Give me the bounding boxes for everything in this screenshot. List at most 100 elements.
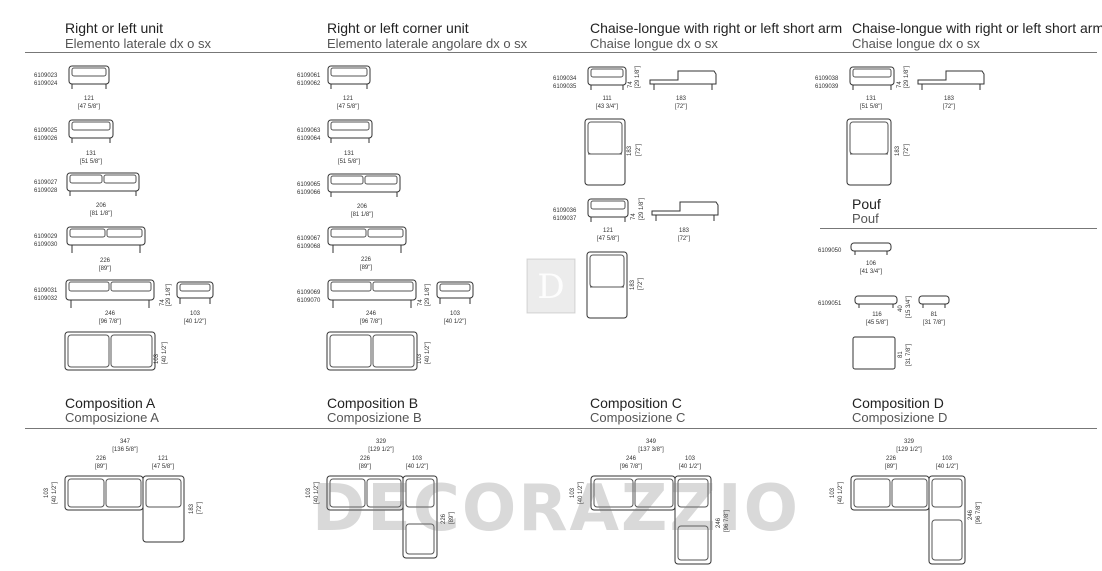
width-dim-inch: [51 5/8"] bbox=[337, 159, 361, 165]
product-code: 6109066 bbox=[297, 190, 321, 196]
segment-dim-inch: [40 1/2"] bbox=[678, 464, 702, 470]
length-dim-inch: [72"] bbox=[677, 236, 691, 242]
length-dim: 183 bbox=[678, 228, 689, 234]
section-title-corner-unit: Right or left corner unit bbox=[327, 20, 469, 36]
section-subtitle-pouf: Pouf bbox=[852, 211, 879, 226]
corner-unit-elevation-icon bbox=[327, 65, 371, 89]
composition-d-plan-icon bbox=[850, 475, 966, 565]
sofa-elevation-icon bbox=[68, 65, 110, 89]
product-code: 6109051 bbox=[818, 301, 842, 307]
depth-dim-inch: [72"] bbox=[638, 277, 644, 290]
width-dim-inch: [43 3/4"] bbox=[595, 104, 619, 110]
section-subtitle-comp-c: Composizione C bbox=[590, 410, 686, 425]
product-code: 6109034 bbox=[553, 76, 577, 82]
depth-dim: 103 bbox=[417, 353, 423, 364]
width-dim-inch: [47 5/8"] bbox=[77, 104, 101, 110]
width-dim-inch: [45 5/8"] bbox=[865, 320, 889, 326]
width-dim: 116 bbox=[872, 312, 882, 318]
width-dim-inch: [47 5/8"] bbox=[596, 236, 620, 242]
depth-dim: 183 bbox=[895, 145, 901, 156]
corner-unit-elevation-icon bbox=[327, 173, 401, 197]
height-dim-inch: [29 1/8"] bbox=[635, 65, 641, 88]
top-rule bbox=[25, 52, 1097, 53]
total-width-dim: 347 bbox=[119, 439, 130, 445]
total-width-dim: 329 bbox=[903, 439, 914, 445]
product-code: 6109029 bbox=[34, 234, 58, 240]
product-code: 6109037 bbox=[553, 216, 577, 222]
chaise-plan-icon bbox=[584, 118, 626, 186]
segment-dim: 246 bbox=[625, 456, 636, 462]
width-dim-inch: [51 5/8"] bbox=[79, 159, 103, 165]
chaise-elevation-icon bbox=[587, 198, 629, 222]
product-code: 6109070 bbox=[297, 298, 321, 304]
segment-dim-inch: [40 1/2"] bbox=[405, 464, 429, 470]
watermark-logo: D bbox=[526, 258, 576, 314]
width-dim-inch: [41 3/4"] bbox=[859, 269, 883, 275]
product-code: 6109062 bbox=[297, 81, 321, 87]
segment-dim: 226 bbox=[359, 456, 370, 462]
product-code: 6109038 bbox=[815, 76, 839, 82]
product-code: 6109024 bbox=[34, 81, 58, 87]
corner-unit-elevation-icon bbox=[327, 226, 407, 253]
segment-dim: 226 bbox=[95, 456, 106, 462]
segment-dim: 103 bbox=[684, 456, 695, 462]
sofa-elevation-icon bbox=[66, 226, 146, 253]
depth-dim-inch: [31 7/8"] bbox=[906, 343, 912, 366]
watermark-logo-letter: D bbox=[537, 267, 564, 307]
chaise-elevation-icon bbox=[849, 66, 895, 90]
height-dim-inch: [29 1/8"] bbox=[904, 65, 910, 88]
sofa-elevation-icon bbox=[66, 172, 140, 196]
product-code: 6109068 bbox=[297, 244, 321, 250]
width-dim: 131 bbox=[343, 151, 354, 157]
chaise-side-icon bbox=[651, 201, 719, 221]
sofa-elevation-icon bbox=[65, 279, 155, 308]
product-code: 6109063 bbox=[297, 128, 321, 134]
height-dim: 40 bbox=[898, 305, 904, 312]
depth-dim: 103 bbox=[44, 487, 50, 498]
width-dim: 131 bbox=[865, 96, 876, 102]
length-dim: 246 bbox=[968, 509, 974, 520]
width-dim-inch: [81 1/8"] bbox=[350, 212, 374, 218]
width-dim-inch: [96 7/8"] bbox=[98, 319, 122, 325]
depth-dim-inch: [40 1/2"] bbox=[162, 341, 168, 364]
width-dim: 106 bbox=[865, 261, 876, 267]
ottoman-elevation-icon bbox=[436, 281, 474, 304]
corner-unit-elevation-icon bbox=[327, 279, 417, 308]
width-dim: 206 bbox=[356, 204, 367, 210]
length-dim-inch: [72"] bbox=[197, 501, 203, 514]
total-width-dim: 329 bbox=[375, 439, 386, 445]
length-dim-inch: [96 7/8"] bbox=[976, 501, 982, 524]
product-code: 6109032 bbox=[34, 296, 58, 302]
section-subtitle-comp-b: Composizione B bbox=[327, 410, 422, 425]
segment-dim-inch: [89"] bbox=[358, 464, 372, 470]
section-title-chaise-2: Chaise-longue with right or left short a… bbox=[852, 20, 1102, 36]
width-dim: 111 bbox=[602, 96, 612, 102]
width-dim-inch: [47 5/8"] bbox=[336, 104, 360, 110]
length-dim: 183 bbox=[189, 503, 195, 514]
total-width-dim-inch: [137 3/8"] bbox=[638, 447, 664, 453]
product-code: 6109027 bbox=[34, 180, 58, 186]
compositions-rule bbox=[25, 428, 1097, 429]
pouf-rule bbox=[820, 228, 1097, 229]
ottoman-elevation-icon bbox=[176, 281, 214, 304]
depth-dim-inch: [40 1/2"] bbox=[425, 341, 431, 364]
segment-dim-inch: [89"] bbox=[94, 464, 108, 470]
width-dim-inch: [51 5/8"] bbox=[859, 104, 883, 110]
height-dim: 74 bbox=[631, 213, 637, 220]
width-dim: 226 bbox=[99, 258, 110, 264]
depth-dim: 81 bbox=[898, 351, 904, 358]
product-code: 6109065 bbox=[297, 182, 321, 188]
total-width-dim-inch: [136 5/8"] bbox=[112, 447, 138, 453]
segment-dim-inch: [40 1/2"] bbox=[935, 464, 959, 470]
section-subtitle-comp-a: Composizione A bbox=[65, 410, 159, 425]
composition-a-plan-icon bbox=[64, 475, 185, 543]
width-dim-inch: [81 1/8"] bbox=[89, 211, 113, 217]
section-title-comp-b: Composition B bbox=[327, 395, 419, 411]
section-subtitle-chaise-1: Chaise longue dx o sx bbox=[590, 36, 718, 51]
product-code: 6109028 bbox=[34, 188, 58, 194]
chaise-elevation-icon bbox=[587, 66, 627, 90]
width-dim-inch: [40 1/2"] bbox=[443, 319, 467, 325]
product-code: 6109061 bbox=[297, 73, 321, 79]
segment-dim: 121 bbox=[157, 456, 168, 462]
depth-dim: 103 bbox=[830, 487, 836, 498]
